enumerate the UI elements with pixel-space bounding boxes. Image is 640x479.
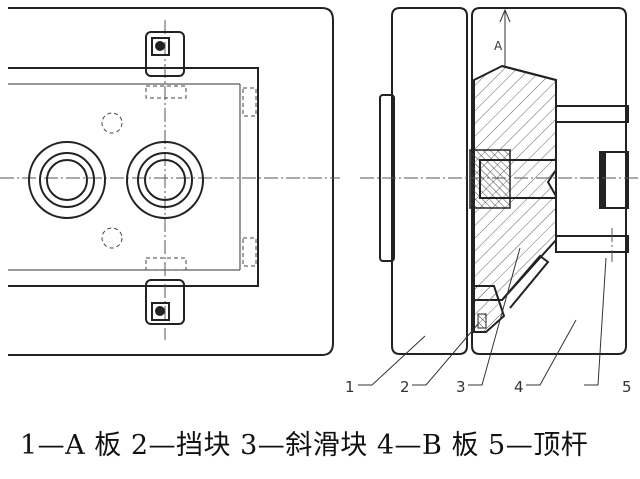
block-body	[145, 31, 185, 77]
leader-4	[526, 319, 577, 386]
section-a-label: A	[494, 39, 503, 53]
leader-5	[584, 257, 607, 386]
callout-4: 4	[514, 378, 524, 396]
screw-socket	[155, 41, 165, 51]
b-plate	[471, 7, 627, 355]
screw-socket	[155, 306, 165, 316]
plan-hidden-slot-top	[145, 85, 187, 99]
ejector-rod-edge	[600, 152, 606, 208]
plan-hidden-recess-bottom	[242, 237, 257, 267]
cavity-outer	[126, 141, 204, 219]
ejector-pin-bottom	[555, 235, 629, 253]
plan-insert-outline	[8, 67, 259, 287]
cavity-inner	[144, 159, 186, 201]
cavity-outer	[28, 141, 106, 219]
plan-view	[0, 7, 340, 356]
plan-plate-outline	[8, 7, 334, 356]
callout-1: 1	[345, 378, 355, 396]
a-plate	[391, 7, 468, 355]
slide-guide-top	[501, 65, 557, 81]
block-bottom	[145, 279, 185, 325]
block-top	[145, 31, 185, 77]
cavity-left	[28, 141, 106, 219]
plan-hidden-hole-bottom	[101, 227, 123, 249]
slide-guide-bottom	[501, 254, 550, 309]
cavity-right	[126, 141, 204, 219]
section-a-arrow	[499, 8, 511, 23]
leader-2	[412, 323, 479, 386]
plan-hidden-recess-top	[242, 87, 257, 117]
mold-drawing: A 1 2 3 4 5	[0, 7, 640, 396]
callout-5: 5	[622, 378, 632, 396]
stop-block-screw	[477, 313, 487, 329]
ejector-pin-top	[555, 105, 629, 123]
plan-hidden-hole-top	[101, 112, 123, 134]
callouts: 1 2 3 4 5	[345, 247, 632, 396]
plan-hidden-slot-bottom	[145, 257, 187, 271]
block-body	[145, 279, 185, 325]
cavity-mid	[137, 152, 193, 208]
leader-3	[468, 247, 521, 386]
screw-head	[151, 302, 170, 321]
section-view: A	[360, 7, 640, 355]
callout-3: 3	[456, 378, 466, 396]
core-pin	[479, 159, 557, 199]
cavity-inner	[46, 159, 88, 201]
cavity-mid	[39, 152, 95, 208]
screw-head	[151, 37, 170, 56]
molded-part	[469, 149, 511, 209]
figure-caption: 1—A 板 2—挡块 3—斜滑块 4—B 板 5—顶杆	[20, 430, 589, 461]
leader-1	[358, 335, 426, 386]
callout-2: 2	[400, 378, 410, 396]
